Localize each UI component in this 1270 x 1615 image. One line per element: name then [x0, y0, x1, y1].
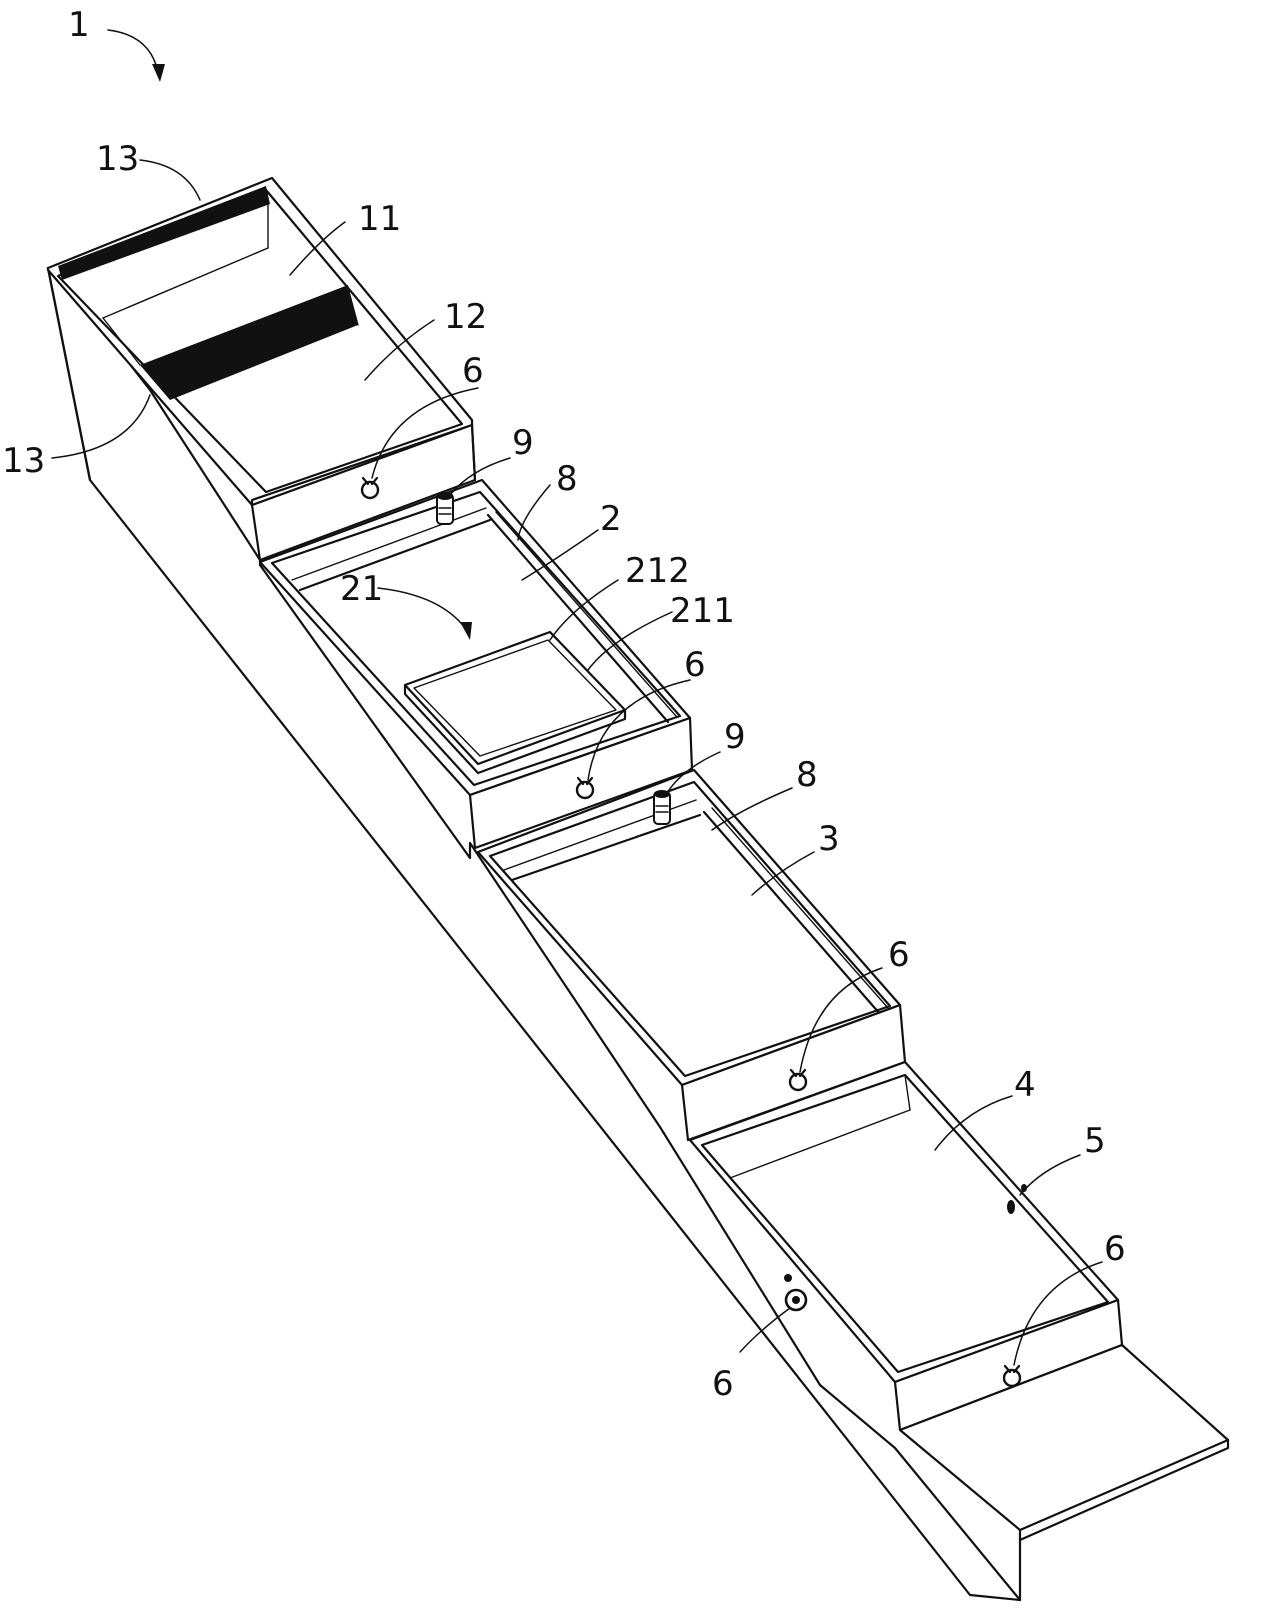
- label-brush-left: 13: [2, 441, 45, 481]
- label-pin: 5: [1084, 1121, 1106, 1161]
- label-brush-top: 13: [96, 139, 139, 179]
- label-latch-3: 6: [888, 935, 910, 975]
- latch-1: [360, 476, 380, 500]
- section4-opening: [700, 1073, 1110, 1374]
- latch-2: [575, 776, 595, 800]
- brush-strip-divider: [140, 285, 358, 400]
- label-latch-4: 6: [1104, 1229, 1126, 1269]
- post-lower: [653, 790, 671, 825]
- rail-upper: [486, 513, 670, 724]
- label-rail-upper: 8: [556, 459, 578, 499]
- label-post-upper: 9: [512, 423, 534, 463]
- label-latch-side: 6: [712, 1364, 734, 1404]
- label-compartment-3: 3: [818, 819, 840, 859]
- brush-strip-top: [58, 186, 270, 280]
- latch-side: [784, 1274, 808, 1312]
- leader-lines: [51, 29, 1103, 1366]
- rail-lower: [702, 810, 882, 1016]
- label-rail-lower: 8: [796, 755, 818, 795]
- label-post-lower: 9: [724, 717, 746, 757]
- pin: [1007, 1184, 1027, 1214]
- ramp: [898, 1343, 1230, 1602]
- latch-3: [788, 1068, 808, 1092]
- label-latch-1: 6: [462, 351, 484, 391]
- label-frame-inner: 212: [625, 551, 690, 591]
- label-latch-2: 6: [684, 645, 706, 685]
- left-side-face: [46, 266, 1022, 1602]
- label-grid-frame: 21: [340, 569, 383, 609]
- label-compartment-12: 12: [444, 297, 487, 337]
- label-compartment-4: 4: [1014, 1065, 1036, 1105]
- label-compartment-11: 11: [358, 199, 401, 239]
- label-frame-outer: 211: [670, 591, 735, 631]
- section3-opening: [488, 780, 892, 1078]
- compartment-4: [688, 1060, 1124, 1432]
- housing-outline: [46, 266, 1022, 1602]
- section2-opening: [270, 490, 682, 787]
- label-assembly: 1: [68, 5, 90, 45]
- post-upper: [436, 492, 454, 525]
- label-compartment-2: 2: [600, 499, 622, 539]
- labels: 1 13 13 11 12 6 9 8 2 21 212 211 6 9 8 3…: [2, 5, 1126, 1404]
- latch-4: [1002, 1364, 1022, 1388]
